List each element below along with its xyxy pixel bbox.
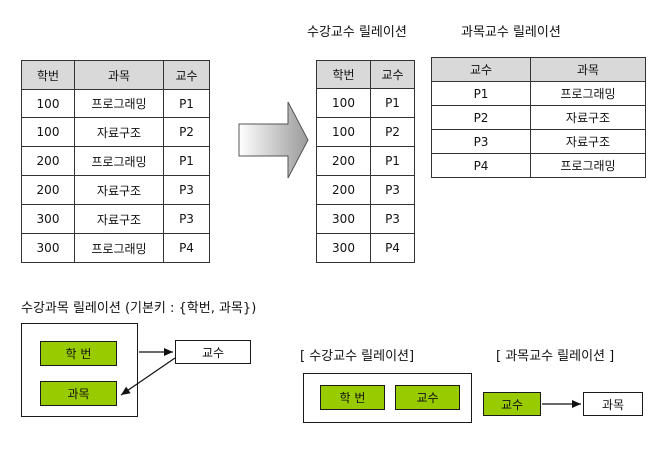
table-cell: 프로그래밍 bbox=[530, 81, 646, 106]
decomposition-arrow bbox=[238, 101, 309, 179]
table-row: 100 P2 bbox=[316, 117, 415, 147]
table-row: 200 P1 bbox=[316, 146, 415, 176]
table-cell: P2 bbox=[370, 117, 415, 147]
table-cell: P4 bbox=[431, 153, 531, 178]
table-cell: 200 bbox=[21, 146, 75, 176]
enroll-course-caption: 수강과목 릴레이션 (기본키 : {학번, 과목}) bbox=[21, 301, 257, 316]
enroll-prof-table: 학번 교수 100 P1 100 P2 200 P1 200 P3 300 P3… bbox=[316, 60, 415, 263]
table-cell: P1 bbox=[431, 81, 531, 106]
table-cell: P1 bbox=[370, 146, 415, 176]
table-cell: 200 bbox=[21, 175, 75, 205]
mid-professor-node: 교수 bbox=[395, 385, 460, 410]
right-professor-node: 교수 bbox=[483, 392, 541, 416]
student-id-node: 학 번 bbox=[40, 341, 117, 366]
table-cell: 자료구조 bbox=[530, 129, 646, 154]
table-row: 200 P3 bbox=[316, 175, 415, 205]
course-prof-bracket-title: [ 과목교수 릴레이션 ] bbox=[496, 349, 615, 364]
enroll-prof-bracket-title: [ 수강교수 릴레이션] bbox=[300, 349, 415, 364]
column-header: 교수 bbox=[163, 60, 210, 90]
table-row: P4 프로그래밍 bbox=[431, 153, 646, 178]
column-header: 학번 bbox=[21, 60, 75, 90]
table-cell: 프로그래밍 bbox=[74, 233, 164, 263]
column-header: 학번 bbox=[316, 60, 371, 89]
table-row: 200 프로그래밍 P1 bbox=[21, 146, 210, 176]
table-row: 200 자료구조 P3 bbox=[21, 175, 210, 205]
professor-node: 교수 bbox=[175, 340, 251, 364]
table-cell: 프로그래밍 bbox=[74, 89, 164, 118]
table-cell: 100 bbox=[21, 89, 75, 118]
table-cell: 300 bbox=[316, 233, 371, 263]
table-row: 100 자료구조 P2 bbox=[21, 117, 210, 147]
table-cell: 자료구조 bbox=[74, 204, 164, 234]
professor-to-course-arrow bbox=[120, 357, 176, 396]
course-node: 과목 bbox=[40, 381, 117, 406]
column-header: 과목 bbox=[74, 60, 164, 90]
table-cell: P1 bbox=[163, 89, 210, 118]
table-cell: P3 bbox=[370, 175, 415, 205]
table-cell: 프로그래밍 bbox=[74, 146, 164, 176]
composite-key-frame bbox=[21, 323, 138, 417]
table-cell: P3 bbox=[163, 175, 210, 205]
table-cell: 프로그래밍 bbox=[530, 153, 646, 178]
table-cell: 300 bbox=[316, 204, 371, 234]
table-cell: 300 bbox=[21, 233, 75, 263]
table-row: 100 프로그래밍 P1 bbox=[21, 89, 210, 118]
mid-student-id-node: 학 번 bbox=[320, 385, 385, 410]
column-header: 과목 bbox=[530, 57, 646, 82]
table-cell: P4 bbox=[370, 233, 415, 263]
course-prof-table: 교수 과목 P1 프로그래밍 P2 자료구조 P3 자료구조 P4 프로그래밍 bbox=[431, 57, 646, 178]
table-cell: 100 bbox=[316, 88, 371, 118]
table-row: 100 P1 bbox=[316, 88, 415, 118]
table-cell: 자료구조 bbox=[74, 175, 164, 205]
enroll-prof-title: 수강교수 릴레이션 bbox=[307, 25, 407, 40]
right-course-node: 과목 bbox=[583, 392, 643, 416]
course-prof-title: 과목교수 릴레이션 bbox=[461, 25, 561, 40]
enroll-prof-key-frame bbox=[303, 373, 472, 423]
table-row: 300 프로그래밍 P4 bbox=[21, 233, 210, 263]
table-row: P1 프로그래밍 bbox=[431, 81, 646, 106]
table-cell: 자료구조 bbox=[74, 117, 164, 147]
table-row: 300 P4 bbox=[316, 233, 415, 263]
table-cell: 100 bbox=[21, 117, 75, 147]
enroll-course-table: 학번 과목 교수 100 프로그래밍 P1 100 자료구조 P2 200 프로… bbox=[21, 60, 210, 263]
table-cell: P4 bbox=[163, 233, 210, 263]
table-row: P3 자료구조 bbox=[431, 129, 646, 154]
